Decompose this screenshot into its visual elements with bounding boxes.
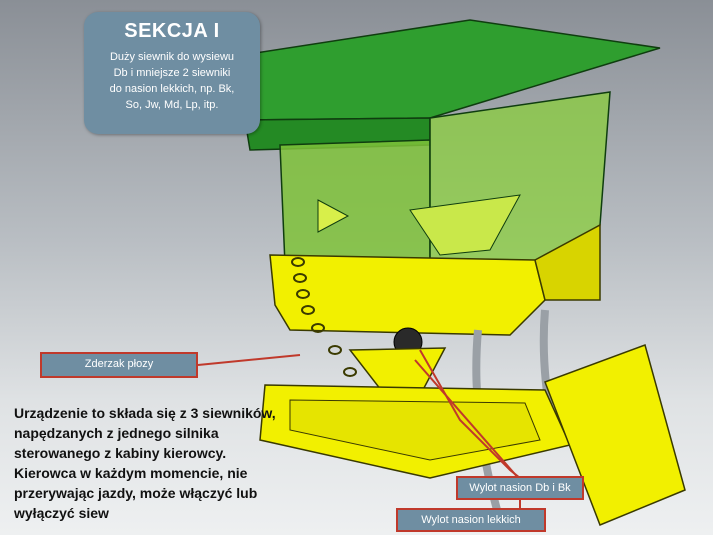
section-text-line: So, Jw, Md, Lp, itp. [125, 99, 219, 111]
description-line: wyłączyć siew [14, 505, 109, 521]
label-outlet-light-seeds: Wylot nasion lekkich [396, 508, 546, 532]
description-line: przerywając jazdy, może włączyć lub [14, 485, 258, 501]
description-line: sterowanego z kabiny kierowcy. [14, 445, 227, 461]
section-text-line: Duży siewnik do wysiewu [109, 51, 235, 63]
hopper-inner-funnel [409, 194, 521, 256]
section-title: SEKCJA I [124, 20, 220, 42]
yellow-frame-side [534, 223, 601, 301]
section-text-line: Db i mniejsze 2 siewniki [113, 67, 231, 79]
label-outlet-db-bk: Wylot nasion Db i Bk [456, 476, 584, 500]
yellow-frame [269, 254, 546, 336]
description-line: napędzanych z jednego silnika [14, 425, 219, 441]
hopper-body [279, 139, 431, 271]
section-callout: SEKCJA I Duży siewnik do wysiewu Db i mn… [84, 12, 260, 134]
device-description: Urządzenie to składa się z 3 siewników, … [14, 403, 304, 523]
section-text-line: do nasion lekkich, np. Bk, [109, 83, 235, 95]
description-line: Urządzenie to składa się z 3 siewników, [14, 405, 276, 421]
label-skid-stop: Zderzak płozy [40, 352, 198, 378]
skid-tray-inner [289, 399, 541, 461]
section-text: Duży siewnik do wysiewu Db i mniejsze 2 … [90, 49, 254, 113]
hopper-triangle-mark [317, 199, 350, 233]
description-line: Kierowca w każdym momencie, nie [14, 465, 248, 481]
